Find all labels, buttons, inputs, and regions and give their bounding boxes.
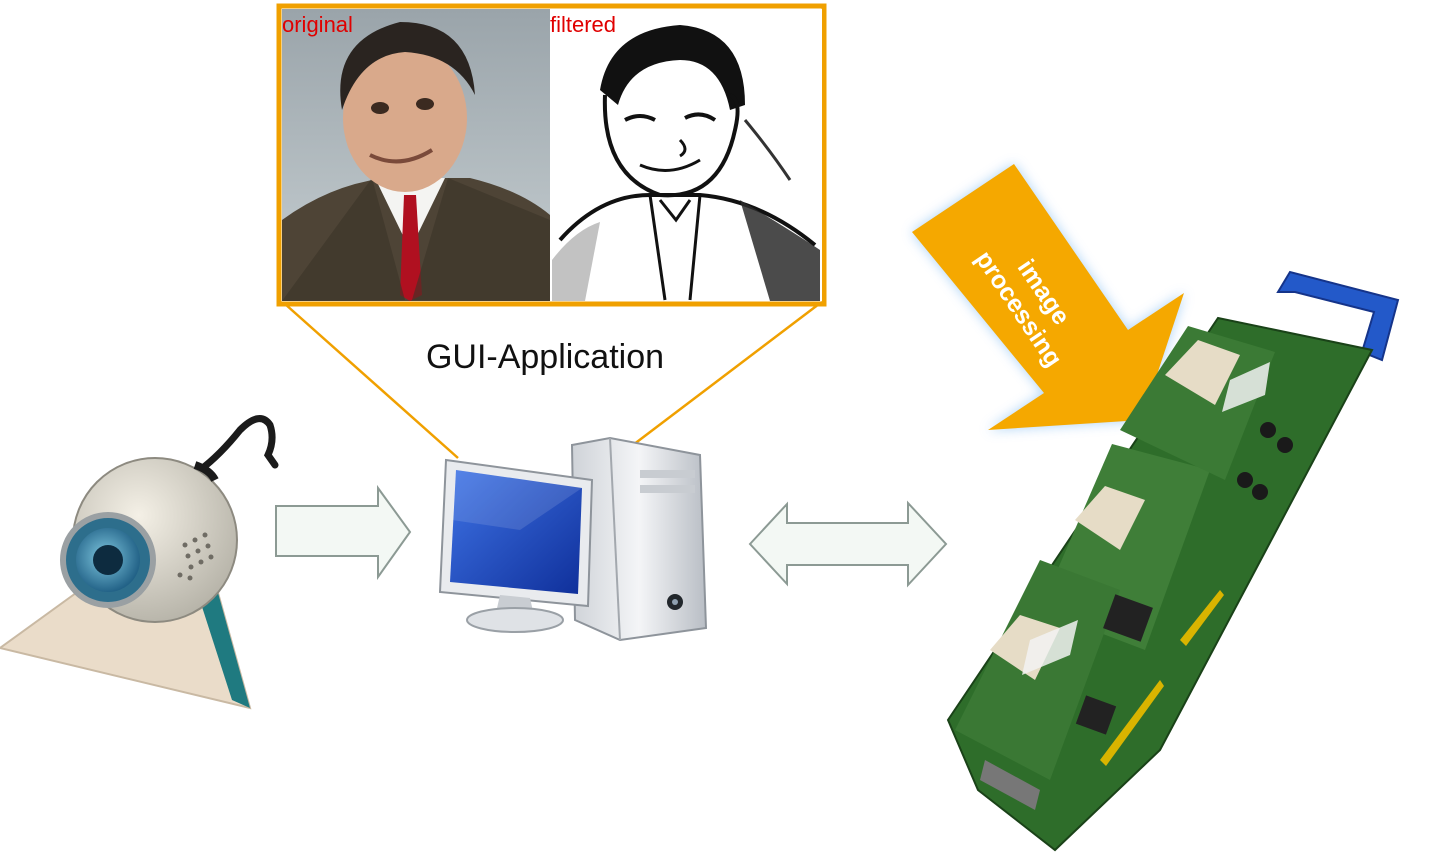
- computer-icon: [438, 436, 708, 642]
- image-processing-arrow: [912, 164, 1184, 430]
- fpga-board-icon: [946, 270, 1400, 852]
- webcam-icon: [0, 415, 279, 710]
- filtered-photo: [550, 9, 822, 301]
- arrow-webcam-to-pc: [275, 484, 412, 581]
- gui-application-window: [276, 3, 827, 471]
- filtered-label: filtered: [550, 12, 616, 37]
- original-photo: [282, 9, 550, 301]
- original-label: original: [282, 12, 353, 37]
- arrow-pc-board-bidirectional: [748, 500, 948, 588]
- gui-application-title: GUI-Application: [426, 338, 664, 376]
- projection-line-left: [284, 303, 459, 459]
